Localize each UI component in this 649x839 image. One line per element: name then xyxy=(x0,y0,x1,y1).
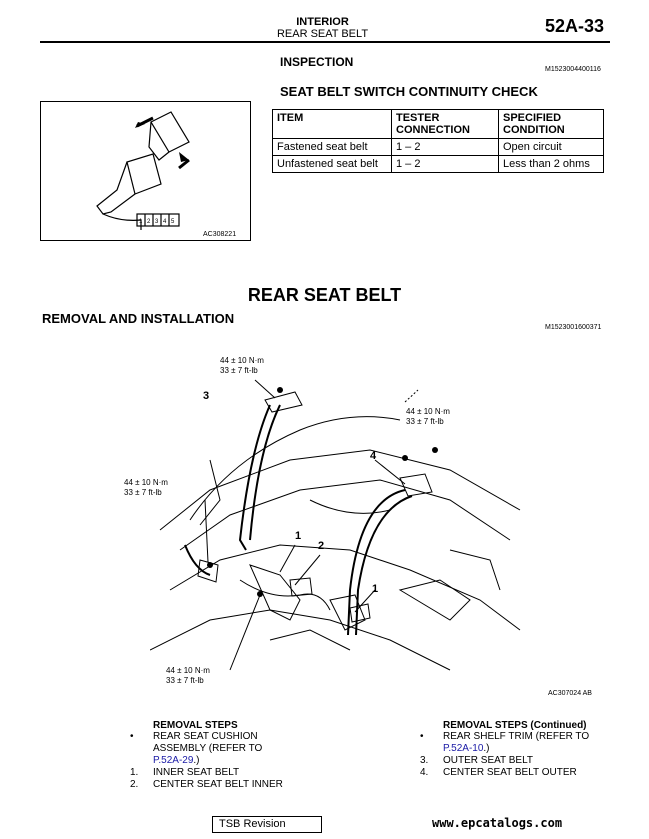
inspection-title: INSPECTION xyxy=(280,55,354,69)
table-cell: 1 – 2 xyxy=(391,138,499,156)
watermark: www.epcatalogs.com xyxy=(432,816,563,830)
reference-link[interactable]: P.52A-29 xyxy=(153,755,194,766)
table-cell: Open circuit xyxy=(498,138,604,156)
step-text: REAR SHELF TRIM (REFER TO xyxy=(443,731,590,742)
header-item: ITEM xyxy=(272,109,392,139)
tsb-revision-box: TSB Revision xyxy=(212,816,322,833)
step-text: INNER SEAT BELT xyxy=(153,767,240,778)
bullet: • xyxy=(130,731,134,742)
removal-steps-right: REMOVAL STEPS (Continued) • REAR SHELF T… xyxy=(420,720,630,779)
table-header-row: ITEM TESTER CONNECTION SPECIFIED CONDITI… xyxy=(272,109,604,139)
list-item: 1. INNER SEAT BELT xyxy=(130,767,330,779)
bullet-step: • REAR SHELF TRIM (REFER TO P.52A-10.) xyxy=(420,731,630,755)
torque-nm: 44 ± 10 N·m xyxy=(406,407,450,416)
header-tester-connection: TESTER CONNECTION xyxy=(391,109,499,139)
step-number: 2. xyxy=(130,779,139,790)
figure-code-2: AC307024 AB xyxy=(548,690,592,697)
torque-label-bottom: 44 ± 10 N·m 33 ± 7 ft-lb xyxy=(166,666,210,686)
steps-title: REMOVAL STEPS xyxy=(153,720,238,731)
table-cell: Less than 2 ohms xyxy=(498,155,604,173)
step-text: OUTER SEAT BELT xyxy=(443,755,534,766)
torque-ftlb: 33 ± 7 ft-lb xyxy=(124,488,162,497)
section-name: INTERIOR xyxy=(296,16,349,28)
table-cell: 1 – 2 xyxy=(391,155,499,173)
continuity-table: ITEM TESTER CONNECTION SPECIFIED CONDITI… xyxy=(272,109,604,173)
svg-text:2: 2 xyxy=(147,219,151,225)
callout-1b: 1 xyxy=(372,583,379,595)
step-number: 4. xyxy=(420,767,429,778)
step-text: CENTER SEAT BELT OUTER xyxy=(443,767,577,778)
torque-label-right: 44 ± 10 N·m 33 ± 7 ft-lb xyxy=(406,407,450,427)
page-number: 52A-33 xyxy=(545,16,605,36)
seat-belt-assembly-diagram xyxy=(150,379,521,671)
subsection-name: REAR SEAT BELT xyxy=(276,28,369,40)
list-item: 4. CENTER SEAT BELT OUTER xyxy=(420,767,630,779)
svg-text:1: 1 xyxy=(139,219,143,225)
callout-1a: 1 xyxy=(295,530,302,542)
link-tail: .) xyxy=(193,755,200,766)
torque-label-top: 44 ± 10 N·m 33 ± 7 ft-lb xyxy=(220,356,264,376)
table-cell: Unfastened seat belt xyxy=(272,155,392,173)
table-row: Fastened seat belt 1 – 2 Open circuit xyxy=(272,138,604,156)
header-specified-condition: SPECIFIED CONDITION xyxy=(498,109,604,139)
removal-code: M1523001600371 xyxy=(545,324,602,331)
header-rule xyxy=(40,41,610,43)
table-cell: Fastened seat belt xyxy=(272,138,392,156)
callout-2: 2 xyxy=(318,540,325,552)
continuity-check-title: SEAT BELT SWITCH CONTINUITY CHECK xyxy=(280,84,538,99)
figure-code-1: AC308221 xyxy=(203,231,237,238)
list-item: 2. CENTER SEAT BELT INNER xyxy=(130,779,330,791)
reference-link[interactable]: P.52A-10 xyxy=(443,743,484,754)
step-text: ASSEMBLY (REFER TO xyxy=(153,743,263,754)
main-title: REAR SEAT BELT xyxy=(247,285,402,305)
link-tail: .) xyxy=(483,743,490,754)
torque-nm: 44 ± 10 N·m xyxy=(166,666,210,675)
bullet: • xyxy=(420,731,424,742)
table-row: Unfastened seat belt 1 – 2 Less than 2 o… xyxy=(272,155,604,173)
inspection-code: M1523004400116 xyxy=(545,66,601,73)
callout-3: 3 xyxy=(203,390,210,402)
step-number: 3. xyxy=(420,755,429,766)
torque-label-left: 44 ± 10 N·m 33 ± 7 ft-lb xyxy=(124,478,168,498)
removal-steps-left: REMOVAL STEPS • REAR SEAT CUSHION ASSEMB… xyxy=(130,720,330,791)
callout-4: 4 xyxy=(370,450,377,462)
step-number: 1. xyxy=(130,767,139,778)
bullet-step: • REAR SEAT CUSHION ASSEMBLY (REFER TO P… xyxy=(130,731,330,767)
header-title: INTERIOR REAR SEAT BELT xyxy=(240,16,405,40)
torque-nm: 44 ± 10 N·m xyxy=(124,478,168,487)
steps-title: REMOVAL STEPS (Continued) xyxy=(443,720,587,731)
svg-text:5: 5 xyxy=(171,219,175,225)
torque-nm: 44 ± 10 N·m xyxy=(220,356,264,365)
torque-ftlb: 33 ± 7 ft-lb xyxy=(166,676,204,685)
svg-text:3: 3 xyxy=(155,219,159,225)
step-text: CENTER SEAT BELT INNER xyxy=(153,779,283,790)
svg-text:4: 4 xyxy=(163,219,167,225)
step-text: REAR SEAT CUSHION xyxy=(153,731,258,742)
torque-ftlb: 33 ± 7 ft-lb xyxy=(220,366,258,375)
removal-installation-title: REMOVAL AND INSTALLATION xyxy=(42,311,235,326)
torque-ftlb: 33 ± 7 ft-lb xyxy=(406,417,444,426)
list-item: 3. OUTER SEAT BELT xyxy=(420,755,630,767)
